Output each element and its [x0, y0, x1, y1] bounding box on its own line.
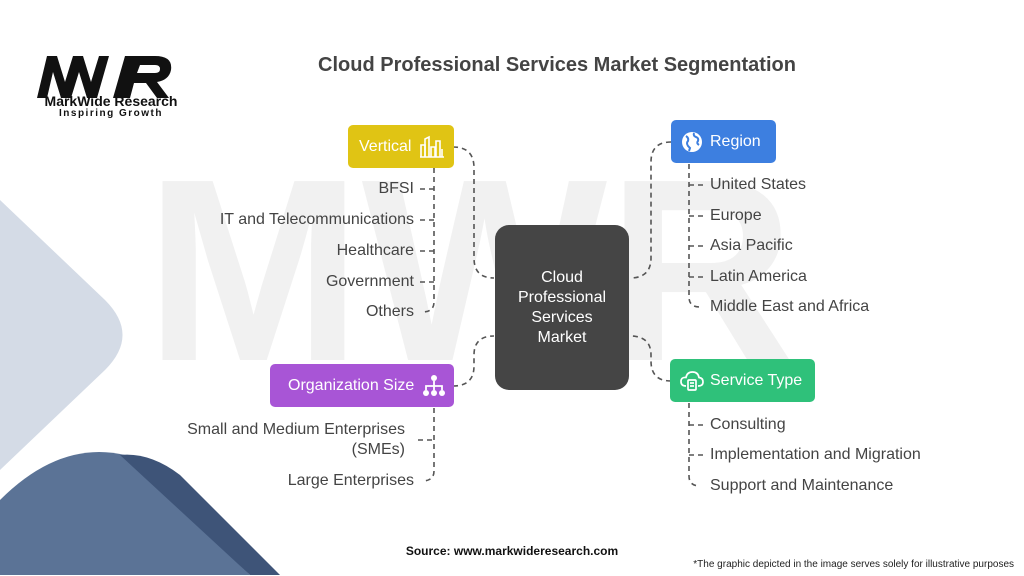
category-service-type: Service Type	[670, 359, 815, 402]
globe-icon	[680, 130, 704, 154]
vertical-item: Government	[325, 273, 414, 290]
organization-size-item: Large Enterprises	[287, 472, 414, 489]
organization-size-item: Small and Medium Enterprises	[187, 421, 405, 438]
category-organization-size-label: Organization Size	[288, 376, 415, 394]
service-type-item: Support and Maintenance	[710, 477, 894, 494]
organization-size-item: (SMEs)	[351, 441, 405, 458]
category-organization-size: Organization Size	[270, 364, 454, 407]
service-type-item: Consulting	[710, 416, 786, 433]
brand-name: MarkWide Research	[44, 93, 178, 109]
category-vertical: Vertical	[348, 125, 454, 168]
page-title: Cloud Professional Services Market Segme…	[318, 54, 796, 76]
category-service-type-label: Service Type	[710, 371, 803, 389]
region-item: Latin America	[710, 268, 807, 285]
brand-logo	[37, 56, 172, 98]
category-region: Region	[671, 120, 776, 163]
vertical-item: IT and Telecommunications	[219, 211, 414, 228]
org-chart-icon	[422, 374, 446, 398]
region-item: Asia Pacific	[710, 237, 793, 254]
vertical-item: Healthcare	[336, 242, 414, 259]
brand-tagline: Inspiring Growth	[59, 108, 163, 119]
city-skyline-icon	[419, 135, 445, 159]
region-item: United States	[710, 176, 807, 193]
category-region-label: Region	[710, 132, 761, 150]
center-label: Cloud Professional Services Market	[517, 268, 607, 346]
service-type-item: Implementation and Migration	[710, 446, 921, 463]
center-node: Cloud Professional Services Market	[495, 225, 629, 390]
vertical-item: Others	[365, 303, 414, 320]
vertical-item: BFSI	[378, 180, 414, 197]
category-vertical-label: Vertical	[359, 137, 412, 155]
region-item: Europe	[710, 207, 762, 224]
cloud-document-icon	[680, 369, 704, 393]
source-citation: Source: www.markwideresearch.com	[405, 544, 619, 558]
disclaimer-note: *The graphic depicted in the image serve…	[693, 559, 1014, 570]
region-item: Middle East and Africa	[710, 298, 870, 315]
